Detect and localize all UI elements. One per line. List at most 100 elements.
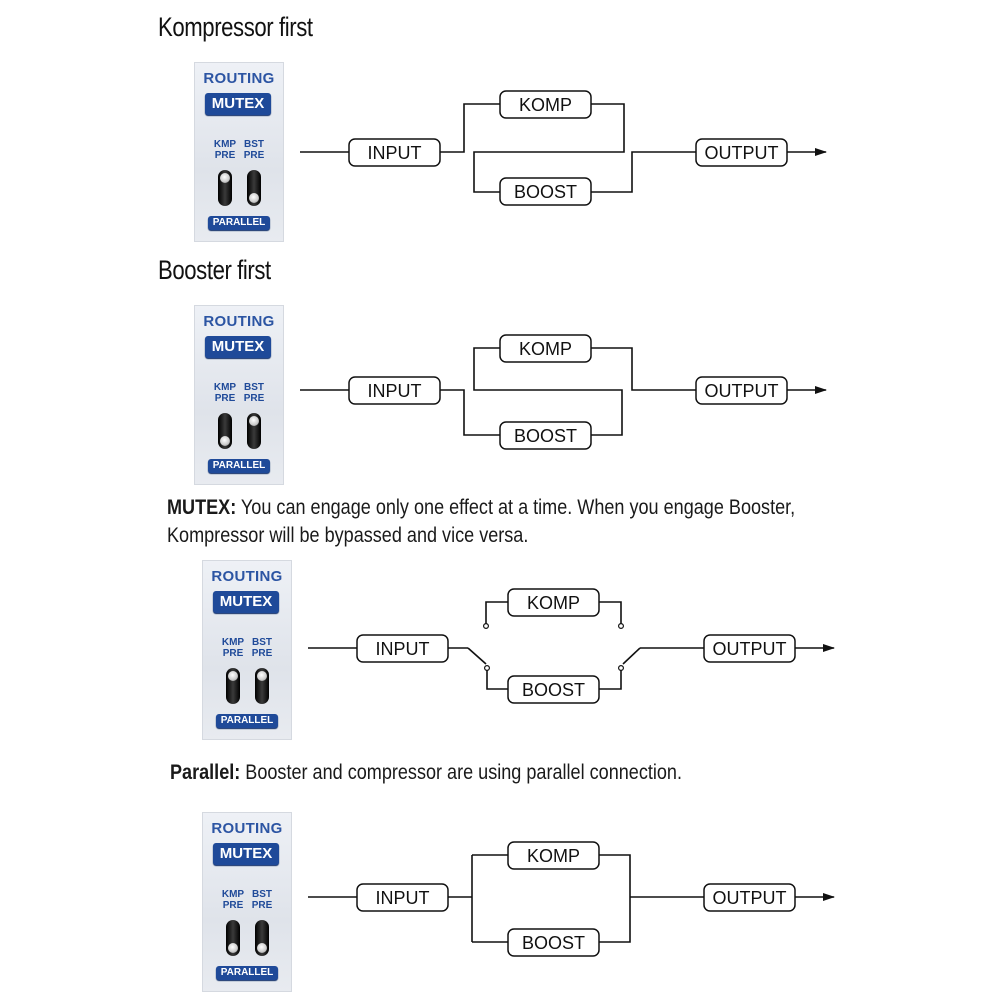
svg-text:BOOST: BOOST	[522, 933, 585, 953]
mutex-term: MUTEX:	[167, 496, 237, 519]
mutex-badge[interactable]: MUTEX	[213, 843, 279, 865]
signal-wire	[591, 151, 696, 193]
signal-wire	[473, 347, 623, 436]
switch-contact	[617, 622, 624, 629]
svg-text:KOMP: KOMP	[519, 339, 572, 359]
kmp-pre-switch[interactable]	[218, 170, 232, 206]
parallel-description: Parallel: Booster and compressor are usi…	[170, 759, 682, 787]
output-box: OUTPUT	[695, 376, 788, 405]
routing-label: ROUTING	[203, 313, 275, 330]
svg-text:OUTPUT: OUTPUT	[705, 381, 779, 401]
switch-knob	[257, 943, 267, 953]
kmp-pre-switch[interactable]	[226, 920, 240, 956]
signal-wire	[599, 854, 631, 943]
svg-text:OUTPUT: OUTPUT	[705, 143, 779, 163]
svg-text:BOOST: BOOST	[522, 680, 585, 700]
svg-text:INPUT: INPUT	[368, 143, 422, 163]
routing-label: ROUTING	[211, 568, 283, 585]
boost-box: BOOST	[507, 928, 600, 957]
komp-box: KOMP	[499, 90, 592, 119]
switch-contact	[483, 622, 490, 629]
switch-contact	[617, 664, 624, 671]
bst-pre-switch[interactable]	[247, 413, 261, 449]
input-box: INPUT	[348, 376, 441, 405]
bst-pre-switch[interactable]	[255, 668, 269, 704]
boost-box: BOOST	[499, 177, 592, 206]
komp-box: KOMP	[507, 588, 600, 617]
mutex-description: MUTEX: You can engage only one effect at…	[167, 494, 795, 550]
parallel-badge[interactable]: PARALLEL	[208, 459, 270, 473]
signal-wire	[591, 347, 696, 391]
switch-knob	[228, 671, 238, 681]
signal-wire	[599, 670, 622, 690]
signal-wire	[486, 670, 508, 690]
switch-knob	[220, 173, 230, 183]
svg-text:INPUT: INPUT	[368, 381, 422, 401]
routing-label: ROUTING	[211, 820, 283, 837]
komp-box: KOMP	[507, 841, 600, 870]
svg-text:KOMP: KOMP	[519, 95, 572, 115]
signal-wire	[473, 103, 625, 193]
parallel-description-line1: Booster and compressor are using paralle…	[240, 761, 682, 784]
input-box: INPUT	[356, 634, 449, 663]
kmp-pre-switch[interactable]	[226, 668, 240, 704]
switch-knob	[228, 943, 238, 953]
section-heading-kompressor-first: Kompressor first	[158, 12, 313, 42]
routing-label: ROUTING	[203, 70, 275, 87]
bst-pre-switch[interactable]	[247, 170, 261, 206]
parallel-badge[interactable]: PARALLEL	[208, 216, 270, 230]
svg-text:BOOST: BOOST	[514, 426, 577, 446]
signal-wire	[440, 389, 500, 436]
output-switch-blade	[622, 647, 641, 665]
output-box: OUTPUT	[695, 138, 788, 167]
svg-text:OUTPUT: OUTPUT	[713, 639, 787, 659]
svg-text:KOMP: KOMP	[527, 593, 580, 613]
mutex-badge[interactable]: MUTEX	[213, 591, 279, 613]
input-box: INPUT	[348, 138, 441, 167]
bst-pre-switch[interactable]	[255, 920, 269, 956]
mutex-description-line1: You can engage only one effect at a time…	[236, 496, 796, 519]
diagram-mutex: INPUT KOMP BOOST OUTPUT	[308, 588, 835, 704]
svg-text:KOMP: KOMP	[527, 846, 580, 866]
komp-box: KOMP	[499, 334, 592, 363]
diagram-kompressor-first: INPUT KOMP BOOST OUTPUT	[300, 90, 827, 206]
parallel-term: Parallel:	[170, 761, 241, 784]
svg-text:OUTPUT: OUTPUT	[713, 888, 787, 908]
parallel-badge[interactable]: PARALLEL	[216, 966, 278, 980]
mutex-badge[interactable]: MUTEX	[205, 336, 271, 358]
svg-text:INPUT: INPUT	[376, 888, 430, 908]
switch-knob	[249, 416, 259, 426]
input-box: INPUT	[356, 883, 449, 912]
output-box: OUTPUT	[703, 634, 796, 663]
svg-text:INPUT: INPUT	[376, 639, 430, 659]
section-heading-booster-first: Booster first	[158, 255, 271, 285]
parallel-badge[interactable]: PARALLEL	[216, 714, 278, 728]
boost-box: BOOST	[507, 675, 600, 704]
switch-knob	[257, 671, 267, 681]
switch-knob	[220, 436, 230, 446]
kmp-pre-switch[interactable]	[218, 413, 232, 449]
input-switch-blade	[467, 647, 487, 665]
mutex-description-line2: Kompressor will be bypassed and vice ver…	[167, 524, 529, 547]
diagram-booster-first: INPUT KOMP BOOST OUTPUT	[300, 334, 827, 450]
signal-wire	[599, 601, 622, 624]
output-box: OUTPUT	[703, 883, 796, 912]
svg-text:BOOST: BOOST	[514, 182, 577, 202]
boost-box: BOOST	[499, 421, 592, 450]
mutex-badge[interactable]: MUTEX	[205, 93, 271, 115]
diagram-parallel: INPUT KOMP BOOST OUTPUT	[308, 841, 835, 957]
signal-wire	[485, 601, 508, 624]
